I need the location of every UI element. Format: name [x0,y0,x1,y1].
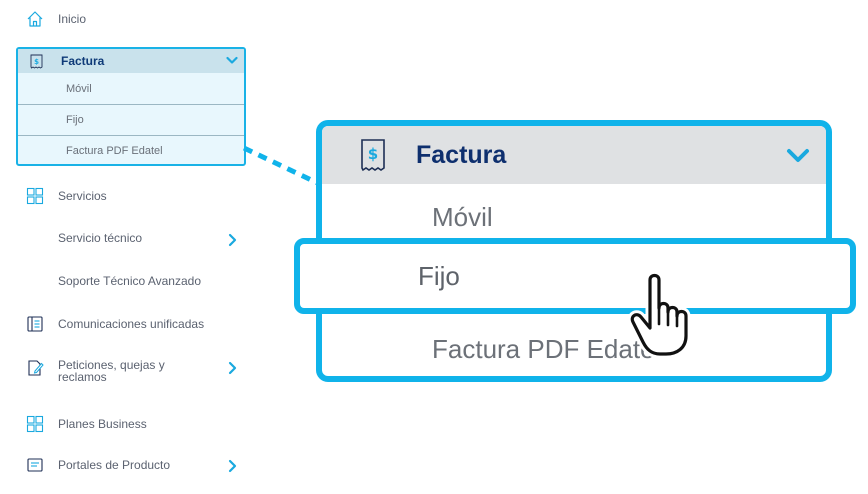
sidebar-item-servicio-tecnico[interactable]: Servicio técnico [58,231,142,245]
card-icon [26,456,44,474]
receipt-icon: $ [30,54,43,69]
grid-icon [26,187,44,205]
zoom-item-fijo-highlight[interactable]: Fijo [294,238,856,314]
zoom-title: Factura [416,140,507,169]
sidebar-item-label: Servicio técnico [58,231,143,245]
zoom-item-factura-pdf: Factura PDF Edatel [432,334,661,364]
sidebar-item-label: Inicio [58,12,87,26]
factura-menu-header[interactable]: $ Factura [18,49,244,73]
home-icon [26,10,44,28]
sidebar-item-planes[interactable]: Planes Business [26,415,147,433]
sidebar-item-portales[interactable]: Portales de Producto [26,456,170,474]
zoom-item-fijo-label: Fijo [418,260,460,291]
sidebar-item-label: Peticiones, quejas y reclamos [58,359,165,383]
chevron-down-icon [226,56,238,65]
sidebar-item-comunicaciones[interactable]: Comunicaciones unificadas [26,315,204,333]
submenu-item-movil[interactable]: Móvil [66,82,92,95]
submenu-item-fijo[interactable]: Fijo [18,104,244,135]
sidebar-item-label: Servicios [58,189,107,203]
chevron-down-icon [786,148,810,164]
chevron-right-icon[interactable] [227,233,237,247]
sidebar-item-label: Soporte Técnico Avanzado [58,274,201,288]
sidebar-item-label: Comunicaciones unificadas [58,317,205,331]
sidebar-item-label: Portales de Producto [58,458,171,472]
zoom-header: $ Factura [322,126,826,184]
svg-text:$: $ [368,145,378,163]
peticiones-line-1: Peticiones, quejas y [58,358,165,372]
factura-label: Factura [61,54,105,68]
sidebar-item-servicios[interactable]: Servicios [26,187,107,205]
chevron-right-icon[interactable] [227,459,237,473]
edit-document-icon [26,359,44,377]
hand-pointer-icon [628,272,702,358]
chevron-right-icon[interactable] [227,361,237,375]
grid-icon [26,415,44,433]
receipt-icon: $ [360,138,386,172]
submenu-item-factura-pdf[interactable]: Factura PDF Edatel [18,135,244,164]
sidebar-item-inicio[interactable]: Inicio [26,10,86,28]
sidebar-item-label: Planes Business [58,417,147,431]
factura-menu: $ Factura Móvil Fijo Factura PDF Edatel [16,47,246,166]
sidebar: Inicio $ Factura Móvil Fijo Factura PDF … [0,0,260,494]
svg-text:$: $ [34,58,39,66]
sidebar-item-peticiones[interactable]: Peticiones, quejas y reclamos [26,359,165,383]
sidebar-item-soporte[interactable]: Soporte Técnico Avanzado [58,274,201,288]
document-icon [26,315,44,333]
peticiones-line-2: reclamos [58,370,107,384]
zoom-item-movil: Móvil [432,202,493,232]
